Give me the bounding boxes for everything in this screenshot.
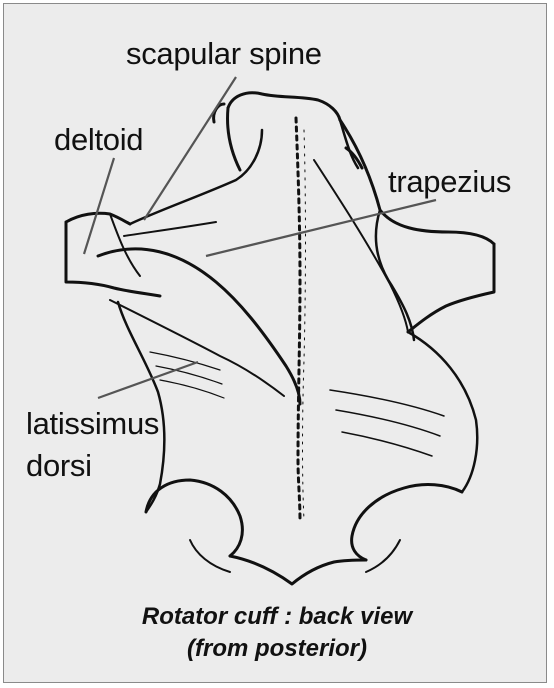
neck-outline — [228, 93, 340, 120]
neck-left — [228, 108, 241, 170]
left-scapular-spine-ridge — [124, 222, 216, 236]
right-hip-outline — [352, 485, 462, 560]
neck-tuft-right — [346, 148, 362, 168]
left-deltoid-inner — [110, 214, 140, 276]
right-back-contour — [408, 332, 477, 492]
label-trapezius: trapezius — [388, 164, 511, 200]
right-deltoid-block — [408, 244, 494, 332]
label-scapular-spine: scapular spine — [126, 36, 322, 72]
caption-title: Rotator cuff : back view — [0, 600, 554, 634]
left-hip-outline — [146, 480, 242, 556]
leader-deltoid — [84, 158, 114, 254]
leader-trapezius — [206, 200, 436, 256]
right-scapula-edge — [376, 210, 414, 340]
spine-column-shadow — [303, 130, 306, 520]
sacrum-outline — [230, 556, 366, 584]
neck-tuft-left — [214, 104, 224, 122]
spine-column — [296, 118, 300, 520]
right-rib-lines — [330, 390, 444, 456]
pelvis-base — [190, 540, 400, 572]
left-deltoid-outline — [66, 213, 160, 296]
left-scapula-lower — [110, 300, 284, 396]
caption-subtitle: (from posterior) — [0, 632, 554, 666]
label-latissimus: latissimus — [26, 406, 159, 442]
label-dorsi: dorsi — [26, 448, 92, 484]
label-deltoid: deltoid — [54, 122, 143, 158]
